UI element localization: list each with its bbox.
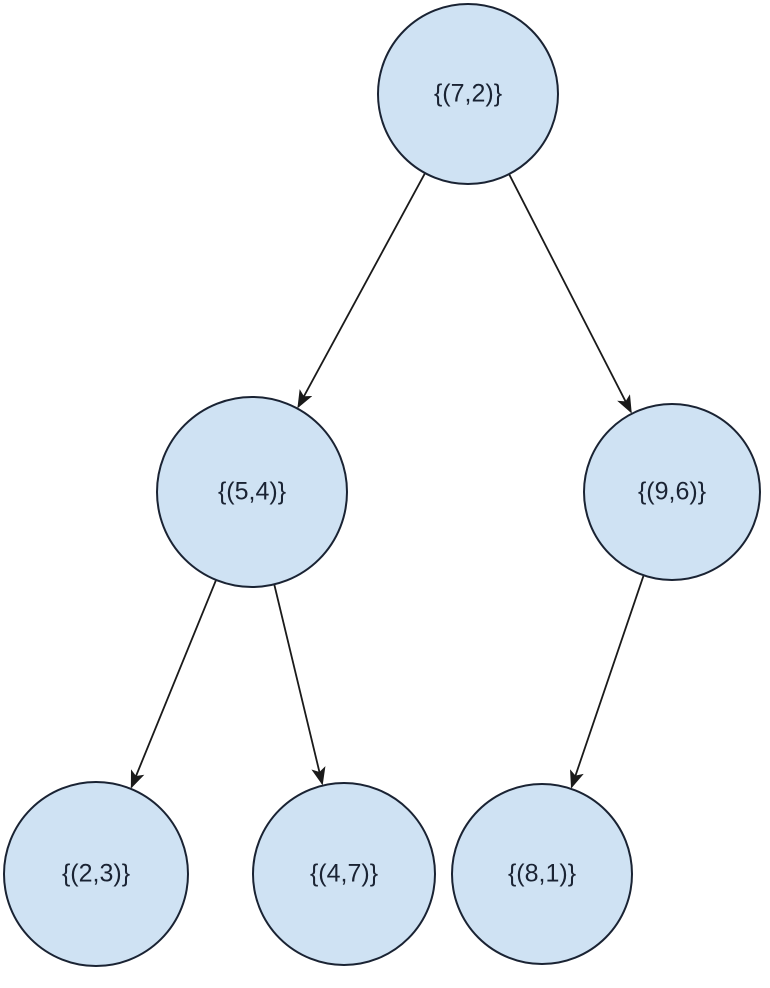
nodes-layer: {(7,2)} {(5,4)} {(9,6)} {(2,3)} {(4,7)} {(8,1… [3,3,761,967]
node-label-n-5-4: {(5,4)} [218,478,286,506]
node-label-n-2-3: {(2,3)} [62,860,130,888]
tree-edge-root-to-n-9-6 [508,173,632,414]
tree-edge-n-9-6-to-n-8-1 [570,575,645,789]
node-label-n-9-6: {(9,6)} [638,478,706,506]
edges-layer [130,172,645,789]
tree-node-n-8-1[interactable]: {(8,1)} [451,783,633,965]
tree-node-n-5-4[interactable]: {(5,4)} [156,396,348,588]
tree-node-n-2-3[interactable]: {(2,3)} [3,781,189,967]
node-circle-n-4-7[interactable] [252,782,436,966]
node-label-root: {(7,2)} [434,80,502,108]
node-circle-n-9-6[interactable] [583,403,761,581]
tree-node-n-9-6[interactable]: {(9,6)} [583,403,761,581]
node-label-n-8-1: {(8,1)} [508,860,576,888]
node-label-n-4-7: {(4,7)} [310,860,378,888]
tree-edge-n-5-4-to-n-4-7 [273,584,326,786]
node-circle-n-5-4[interactable] [156,396,348,588]
tree-edge-root-to-n-5-4 [297,172,426,409]
tree-node-root[interactable]: {(7,2)} [377,3,559,185]
node-circle-n-2-3[interactable] [3,781,189,967]
node-circle-root[interactable] [377,3,559,185]
node-circle-n-8-1[interactable] [451,783,633,965]
tree-node-n-4-7[interactable]: {(4,7)} [252,782,436,966]
tree-edge-n-5-4-to-n-2-3 [130,579,217,789]
